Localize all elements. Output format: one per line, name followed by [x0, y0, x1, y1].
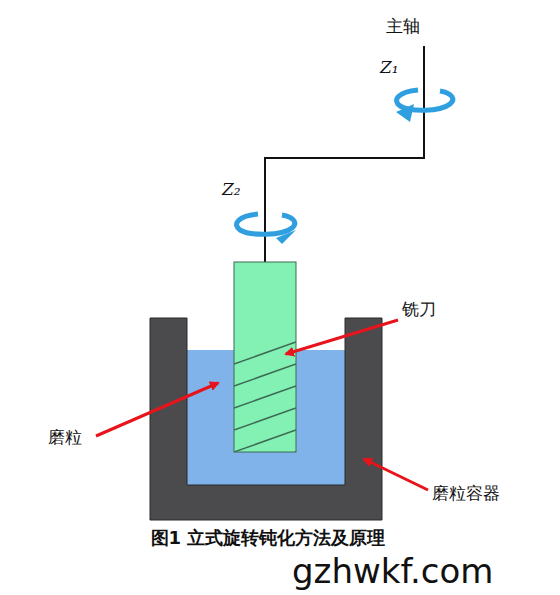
rotation-arrow	[237, 214, 296, 244]
cutter-flutes	[234, 342, 296, 452]
rotation-arrow	[396, 90, 453, 122]
part-label: 磨粒容器	[432, 484, 500, 503]
flute-line	[234, 408, 296, 430]
leader-arrow	[96, 383, 218, 436]
flute-line	[234, 430, 296, 452]
flute-line	[234, 386, 296, 408]
leader-arrow	[364, 459, 428, 490]
part-label: 主轴	[386, 17, 420, 36]
part-label: 磨粒	[48, 428, 82, 447]
flute-line	[234, 364, 296, 386]
milling-cutter	[234, 262, 296, 452]
figure-caption: 图1 立式旋转钝化方法及原理	[151, 528, 386, 548]
leader-arrow	[286, 320, 398, 354]
axis-label: Z₂	[222, 180, 241, 199]
part-label: 铣刀	[402, 300, 436, 319]
watermark: gzhwkf.com	[292, 553, 493, 590]
axis-label: Z₁	[380, 58, 399, 77]
